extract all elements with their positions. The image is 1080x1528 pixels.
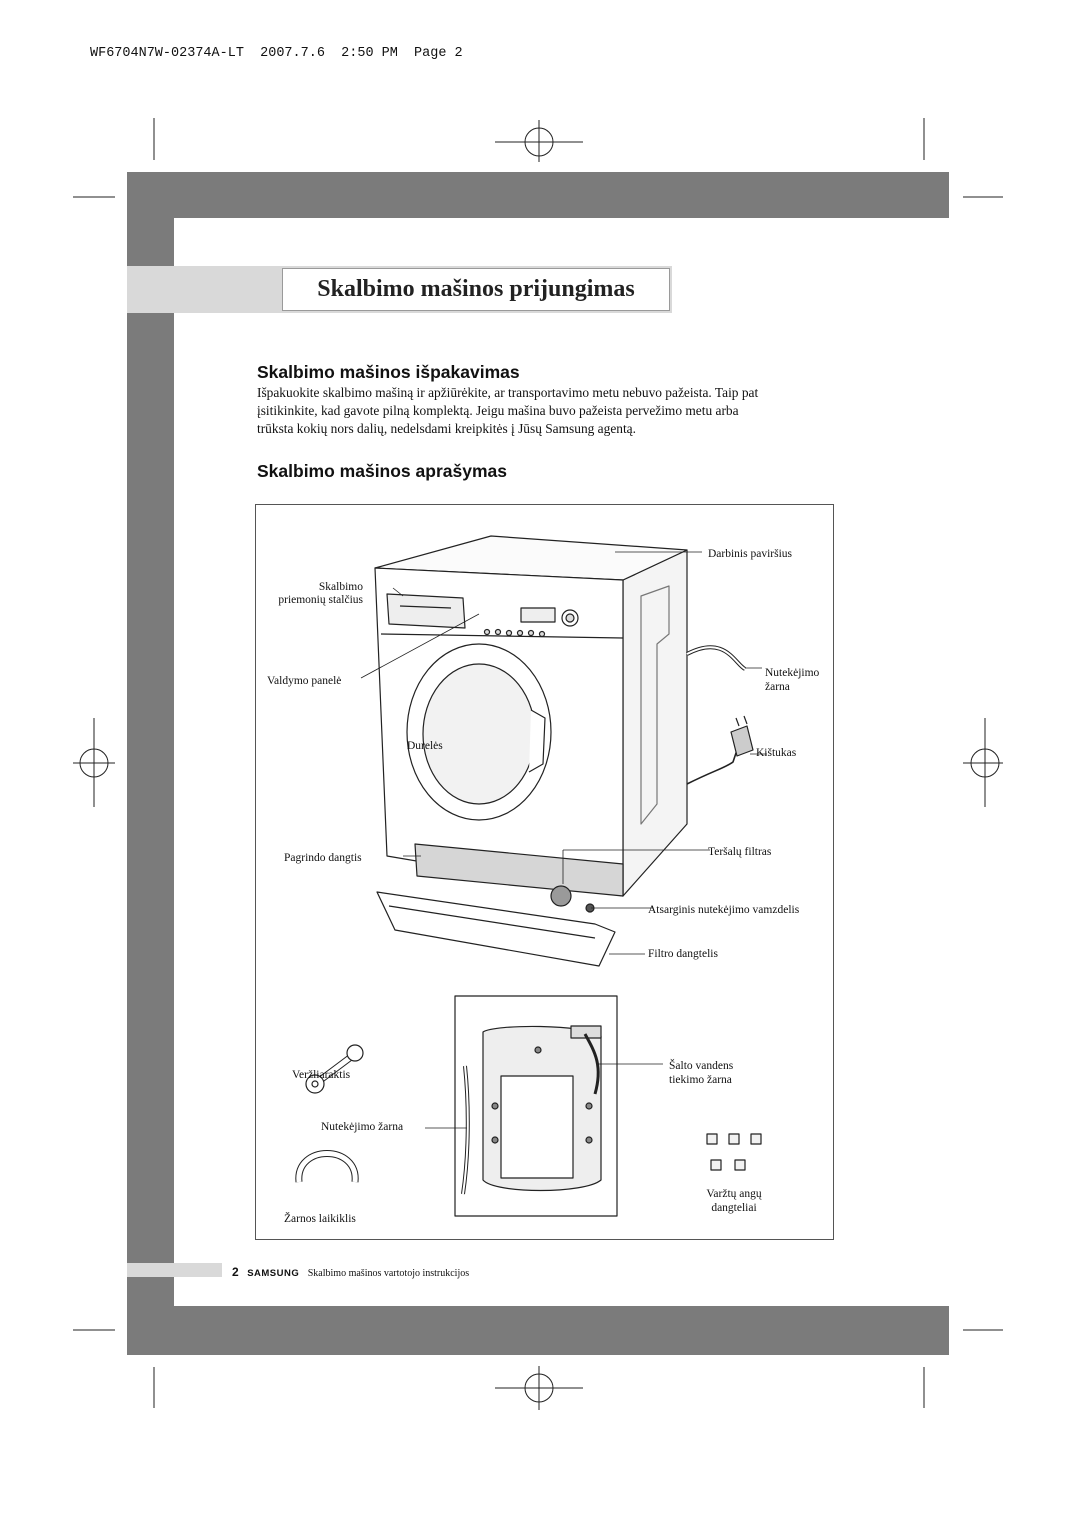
label-door: Durelės <box>407 740 443 752</box>
label-plug: Kištukas <box>756 747 797 759</box>
label-detergent-drawer-line-2: priemonių stalčius <box>278 594 363 606</box>
section-heading-description: Skalbimo mašinos aprašymas <box>257 461 507 481</box>
section-heading-unpacking: Skalbimo mašinos išpakavimas <box>257 362 520 382</box>
label-work-surface: Darbinis paviršius <box>708 548 793 560</box>
label-hose-holder: Žarnos laikiklis <box>284 1213 356 1225</box>
paragraph-line: trūksta kokių nors dalių, nedelsdami kre… <box>257 421 636 436</box>
washing-machine-illustration <box>295 535 767 1217</box>
label-debris-filter: Teršalų filtras <box>708 846 772 858</box>
footer: 2 SAMSUNG Skalbimo mašinos vartotojo ins… <box>232 1265 469 1279</box>
title-box <box>282 268 670 311</box>
page-number: 2 <box>232 1265 239 1279</box>
unpacking-paragraph: Išpakuokite skalbimo mašiną ir apžiūrėki… <box>257 384 827 438</box>
page-title: Skalbimo mašinos prijungimas <box>317 276 635 302</box>
label-drain-hose-line-2: žarna <box>765 681 790 693</box>
label-detergent-drawer-line-1: Skalbimo <box>318 581 363 593</box>
label-base-cover: Pagrindo dangtis <box>284 852 362 864</box>
label-bolt-caps-line-2: dangteliai <box>711 1202 757 1214</box>
footer-bar <box>127 1263 222 1277</box>
label-cold-water-hose-line-2: tiekimo žarna <box>669 1074 732 1086</box>
footer-text: Skalbimo mašinos vartotojo instrukcijos <box>307 1268 470 1279</box>
print-header: WF6704N7W-02374A-LT 2007.7.6 2:50 PM Pag… <box>90 46 463 61</box>
label-cold-water-hose-line-1: Šalto vandens <box>669 1060 734 1072</box>
label-emergency-drain-tube: Atsarginis nutekėjimo vamzdelis <box>648 904 800 916</box>
label-control-panel: Valdymo panelė <box>267 675 342 687</box>
label-bolt-caps-line-1: Varžtų angų <box>706 1188 762 1200</box>
paragraph-line: Išpakuokite skalbimo mašiną ir apžiūrėki… <box>257 385 759 400</box>
brand-name: SAMSUNG <box>247 1268 300 1279</box>
label-wrench: Veržliaraktis <box>292 1069 351 1081</box>
label-filter-cap: Filtro dangtelis <box>648 948 718 960</box>
paragraph-line: įsitikinkite, kad gavote pilną komplektą… <box>257 403 739 418</box>
label-drain-hose-line-1: Nutekėjimo <box>765 667 820 679</box>
label-rear-drain-hose: Nutekėjimo žarna <box>321 1121 404 1133</box>
